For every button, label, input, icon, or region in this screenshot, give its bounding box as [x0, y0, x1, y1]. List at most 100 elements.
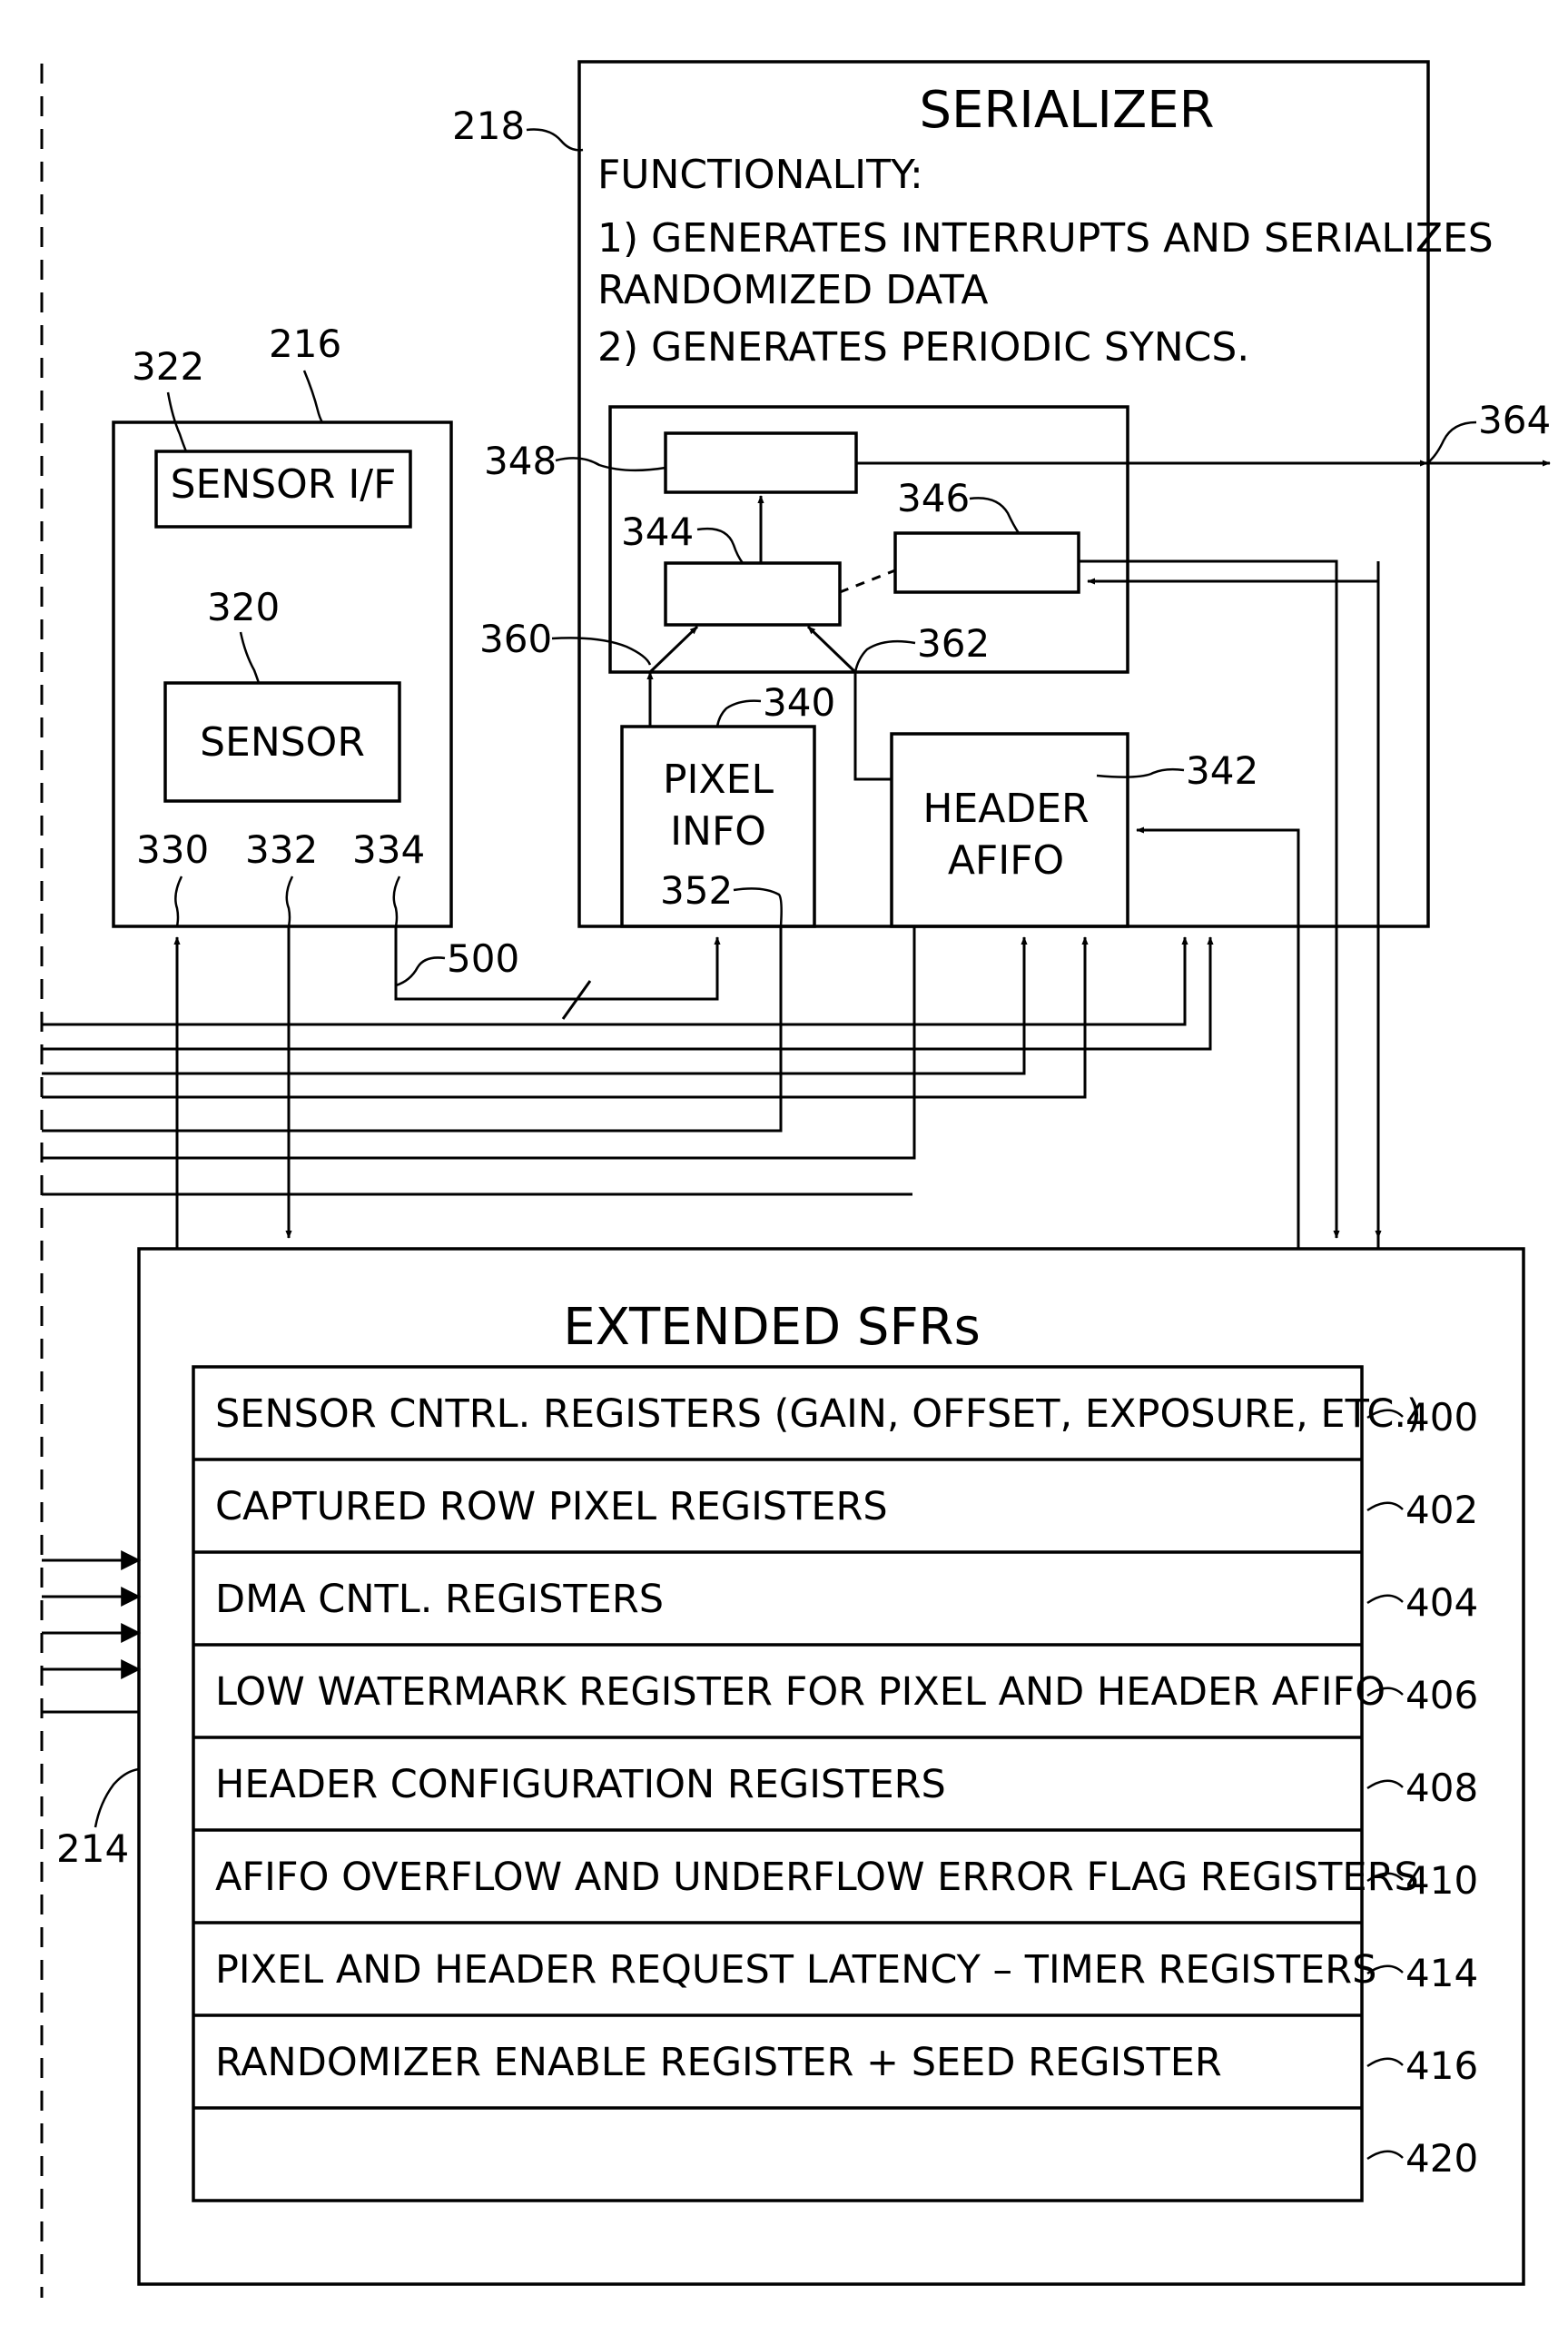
serializer-core-outline [608, 405, 1129, 674]
serializer-leader [526, 128, 584, 152]
register-ref: 406 [1405, 1673, 1478, 1717]
register-ref-leader [1366, 1501, 1404, 1512]
leader-364 [1426, 420, 1477, 464]
register-label: AFIFO OVERFLOW AND UNDERFLOW ERROR FLAG … [215, 1855, 1419, 1900]
register-ref: 408 [1405, 1766, 1478, 1810]
sfr-to-header-afifo [1136, 826, 1300, 1249]
leader-360 [551, 637, 652, 666]
ref-362: 362 [917, 621, 990, 666]
register-ref-leader [1366, 1409, 1404, 1420]
leader-216 [302, 370, 324, 423]
header-afifo-line-1: HEADER [922, 786, 1089, 832]
register-ref: 416 [1405, 2043, 1478, 2088]
header-afifo-block [890, 732, 1129, 928]
sensor-module-block: 216 SENSOR I/F 322 SENSOR 320 330 332 33… [112, 322, 453, 928]
leader-332 [285, 876, 294, 927]
functionality-line-2: RANDOMIZED DATA [597, 267, 988, 313]
leader-344 [696, 527, 745, 564]
sensor-module-ref: 216 [269, 322, 341, 366]
register-label: CAPTURED ROW PIXEL REGISTERS [215, 1484, 888, 1529]
sfr-ref: 214 [56, 1826, 129, 1871]
leader-342 [1096, 767, 1185, 778]
register-ref: 402 [1405, 1488, 1478, 1532]
register-ref: 410 [1405, 1858, 1478, 1903]
sensor-interface-label: SENSOR I/F [171, 461, 397, 508]
bus-line-2 [42, 936, 1214, 1051]
register-label: DMA CNTL. REGISTERS [215, 1577, 664, 1622]
extended-sfr-block: EXTENDED SFRs 214 SENSOR CNTRL. REGISTER… [56, 1247, 1525, 2286]
register-ref-leader [1366, 1872, 1404, 1883]
bus-500-ref: 500 [447, 936, 519, 981]
sensor-interface-block [154, 450, 412, 529]
leader-214 [94, 1767, 140, 1828]
serializer-title: SERIALIZER [919, 81, 1214, 140]
functionality-heading: FUNCTIONALITY: [597, 152, 923, 198]
register-table-outline [192, 1365, 1364, 2202]
sfr-to-block-346 [1087, 561, 1380, 585]
register-label: HEADER CONFIGURATION REGISTERS [215, 1762, 946, 1807]
ref-346: 346 [897, 476, 970, 520]
register-ref-leader [1366, 2150, 1404, 2161]
header-afifo-uplink [853, 672, 892, 781]
leader-322 [166, 391, 188, 452]
sfr-input-arrows [42, 1550, 142, 1714]
functionality-line-1: 1) GENERATES INTERRUPTS AND SERIALIZES [597, 215, 1494, 262]
bus-line-3 [42, 936, 1028, 1075]
pixel-info-line-1: PIXEL [663, 757, 774, 803]
sensor-label: SENSOR [200, 719, 365, 766]
register-ref: 400 [1405, 1395, 1478, 1440]
leader-352 [733, 887, 783, 927]
leader-362 [853, 639, 916, 673]
ref-364: 364 [1478, 398, 1551, 442]
bus-500-slash [561, 980, 592, 1020]
serializer-ref: 218 [452, 104, 525, 148]
arrow-362-into-344 [806, 625, 857, 674]
arrow-360-into-344 [648, 625, 699, 674]
bus-line-6 [42, 926, 916, 1160]
bus-line-5 [42, 926, 783, 1133]
sensor-block [163, 681, 401, 803]
link-344-346 [839, 569, 896, 594]
register-ref-leader [1366, 1779, 1404, 1790]
control-bus-lines [42, 926, 1214, 1196]
serializer-block: SERIALIZER 218 FUNCTIONALITY: 1) GENERAT… [452, 60, 1551, 928]
sensor-module-outline [112, 420, 453, 928]
register-ref-leader [1366, 1594, 1404, 1605]
ref-352: 352 [660, 868, 733, 913]
port-330-ref: 330 [136, 827, 209, 872]
leader-334 [392, 876, 401, 927]
sensor-ref: 320 [207, 585, 280, 629]
register-ref-leader [1366, 2057, 1404, 2068]
leader-346 [969, 497, 1021, 534]
leader-500 [395, 956, 446, 987]
register-ref: 414 [1405, 1951, 1478, 1995]
bus-500-line [394, 926, 721, 1001]
ref-342: 342 [1186, 748, 1258, 793]
sfr-outline [137, 1247, 1525, 2286]
leader-330 [174, 876, 183, 927]
block-348 [664, 431, 858, 494]
header-afifo-line-2: AFIFO [948, 837, 1064, 884]
block-344 [664, 561, 842, 627]
register-table: SENSOR CNTRL. REGISTERS (GAIN, OFFSET, E… [192, 1365, 1478, 2202]
bus-line-1 [42, 936, 1188, 1026]
pixel-info-line-2: INFO [670, 808, 766, 855]
register-label: RANDOMIZER ENABLE REGISTER + SEED REGIST… [215, 2040, 1222, 2085]
register-label: SENSOR CNTRL. REGISTERS (GAIN, OFFSET, E… [215, 1391, 1422, 1437]
ref-340: 340 [763, 680, 835, 725]
port-334-ref: 334 [352, 827, 425, 872]
ref-344: 344 [621, 510, 694, 554]
block-346-to-sfr-1 [1079, 559, 1340, 1239]
port-332-ref: 332 [245, 827, 318, 872]
register-label: PIXEL AND HEADER REQUEST LATENCY – TIMER… [215, 1947, 1376, 1993]
register-label: LOW WATERMARK REGISTER FOR PIXEL AND HEA… [215, 1669, 1386, 1715]
leader-348 [555, 457, 666, 472]
leader-340 [715, 699, 762, 727]
register-ref: 404 [1405, 1580, 1478, 1625]
ref-348: 348 [484, 439, 557, 483]
block-346 [893, 531, 1080, 594]
register-ref-leader [1366, 1964, 1404, 1975]
sfr-title: EXTENDED SFRs [563, 1298, 981, 1357]
bus-line-4 [42, 936, 1089, 1099]
register-ref-leader [1366, 1687, 1404, 1697]
